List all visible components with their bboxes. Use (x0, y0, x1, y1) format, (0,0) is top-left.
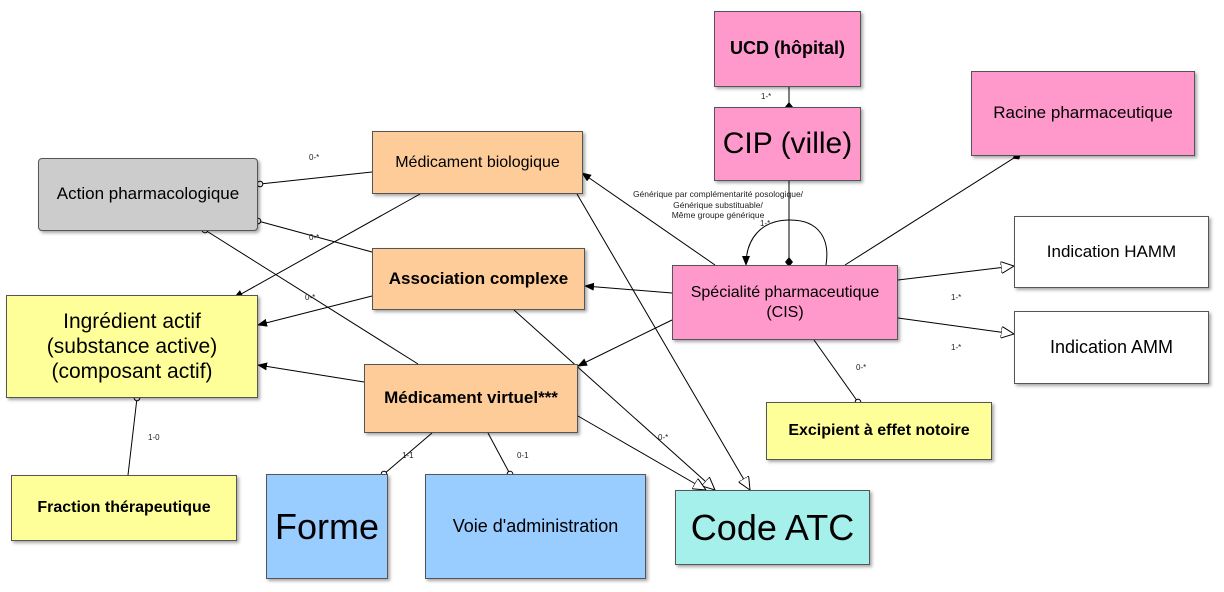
node-forme: Forme (266, 474, 388, 579)
edge-action-asso (254, 217, 373, 253)
edge-spec-hamm (897, 266, 1014, 281)
label-spec-self: 1-* (760, 219, 771, 228)
edge-virt-forme (380, 432, 433, 478)
node-cip: CIP (ville) (714, 107, 861, 181)
node-atc: Code ATC (675, 490, 870, 565)
generique-note-line-2: Générique substituable/ (673, 199, 763, 210)
node-action-label: Action pharmacologique (56, 184, 240, 204)
node-action: Action pharmacologique (38, 158, 258, 231)
node-hamm: Indication HAMM (1014, 216, 1209, 288)
edge-spec-bio (581, 172, 716, 266)
label-fraction: 1-0 (148, 433, 160, 442)
node-virt: Médicament virtuel*** (364, 364, 578, 433)
node-asso: Association complexe (372, 248, 585, 310)
edge-bio-ingr (233, 193, 421, 299)
node-voie: Voie d'administration (425, 474, 646, 579)
label-spec-hamm: 1-* (951, 293, 962, 302)
edge-spec-self (742, 219, 828, 266)
node-fraction: Fraction thérapeutique (11, 475, 237, 541)
node-amm-label: Indication AMM (1049, 336, 1174, 357)
edge-spec-amm (897, 317, 1014, 334)
label-virt-atc: 0-* (658, 433, 669, 442)
edge-spec-excip (813, 339, 862, 406)
node-ingr-line-2: (substance active) (46, 334, 218, 358)
node-voie-label: Voie d'administration (452, 515, 619, 536)
node-spec-line-2: (CIS) (766, 303, 804, 321)
node-bio-label: Médicament biologique (395, 153, 560, 171)
node-ingr: Ingrédient actif (substance active) (com… (6, 295, 258, 398)
edge-spec-asso (584, 282, 673, 294)
generique-note-line-1: Générique par complémentarité posologiqu… (632, 189, 804, 199)
node-excip: Excipient à effet notoire (766, 402, 992, 460)
label-spec-excip: 0-* (856, 363, 867, 372)
node-excip-label: Excipient à effet notoire (788, 422, 970, 440)
node-spec-line-1: Spécialité pharmaceutique (690, 284, 880, 302)
node-ingr-line-3: (composant actif) (51, 360, 213, 384)
node-hamm-label: Indication HAMM (1046, 241, 1177, 261)
label-spec-amm: 1-* (951, 343, 962, 352)
generique-note: Générique par complémentarité posologiqu… (618, 189, 818, 221)
edge-bio-atc (576, 193, 750, 490)
node-ingr-line-1: Ingrédient actif (63, 309, 201, 333)
node-cip-label: CIP (ville) (722, 127, 853, 160)
label-action-bio: 0-* (309, 153, 320, 162)
node-racine: Racine pharmaceutique (971, 71, 1195, 156)
node-bio: Médicament biologique (372, 131, 583, 194)
label-ucd-cip: 1-* (761, 92, 772, 101)
edge-fraction-ingr (127, 394, 141, 476)
edge-spec-virt (577, 319, 673, 367)
edge-action-bio (256, 171, 373, 188)
node-forme-label: Forme (274, 505, 379, 547)
node-racine-label: Racine pharmaceutique (993, 103, 1173, 123)
edge-asso-atc (513, 309, 715, 490)
generique-note-line-3: Même groupe générique (671, 210, 765, 221)
node-amm: Indication AMM (1014, 311, 1209, 384)
edge-asso-ingr (257, 295, 373, 327)
node-asso-label: Association complexe (388, 268, 569, 288)
edge-virt-atc (577, 415, 706, 490)
label-forme: 1-1 (402, 451, 414, 460)
node-ucd: UCD (hôpital) (714, 11, 861, 87)
node-virt-label: Médicament virtuel*** (384, 388, 558, 408)
label-action-asso: 0-* (309, 233, 320, 242)
node-spec: Spécialité pharmaceutique (CIS) (672, 265, 898, 340)
edge-action-virt (201, 226, 419, 365)
edge-virt-voie (487, 432, 514, 478)
edge-virt-ingr (257, 362, 365, 383)
edge-spec-racine (844, 152, 1022, 266)
label-voie: 0-1 (517, 451, 529, 460)
node-fraction-label: Fraction thérapeutique (37, 499, 211, 517)
node-ucd-label: UCD (hôpital) (730, 38, 845, 59)
label-action-virt: 0-* (305, 293, 316, 302)
node-atc-label: Code ATC (690, 506, 855, 548)
